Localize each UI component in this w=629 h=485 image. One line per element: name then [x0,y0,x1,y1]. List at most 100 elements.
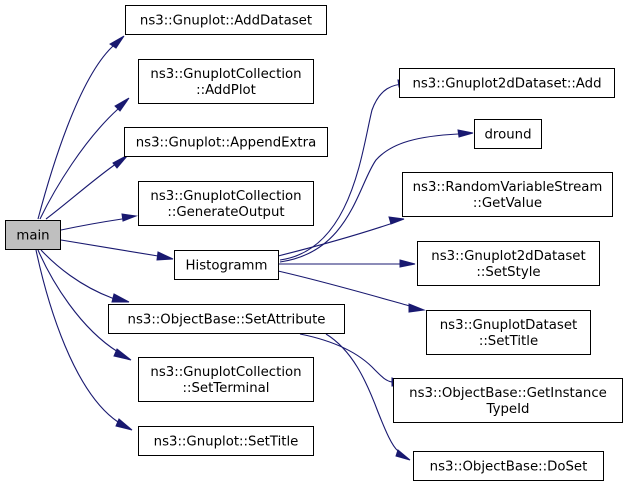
edge-main-to-generate-output [60,213,138,231]
edge-line [37,41,118,220]
node-label: ns3::GnuplotCollection [150,67,301,82]
edge-line [60,239,167,258]
node-box [138,59,314,104]
edge-set-attribute-to-do-set [325,333,411,461]
node-do-set[interactable]: ns3::ObjectBase::DoSet [413,451,604,481]
node-label: ns3::ObjectBase::SetAttribute [128,313,326,328]
edge-line [45,159,122,220]
node-box [108,304,345,334]
node-label: ::GetValue [473,196,542,211]
node-box [174,250,279,280]
node-label: ::SetTerminal [183,381,270,396]
edge-arrowhead [156,251,174,261]
node-label: ns3::ObjectBase::GetInstance [409,386,607,401]
edge-line [299,333,401,384]
node-label: ns3::GnuplotCollection [150,365,301,380]
edge-arrowhead [115,418,133,431]
edge-arrowhead [457,129,474,138]
node-box [399,68,615,98]
edge-histogramm-to-dround [279,129,474,263]
edge-main-to-append-extra [45,154,129,220]
node-set-title-gnuplot[interactable]: ns3::Gnuplot::SetTitle [138,426,314,456]
node-set-attribute[interactable]: ns3::ObjectBase::SetAttribute [108,304,345,334]
call-graph-nodes: main ns3::Gnuplot::AddDatasetns3::Gnuplot… [5,5,623,481]
node-generate-output[interactable]: ns3::GnuplotCollection::GenerateOutput [138,181,314,226]
node-label: Histogramm [186,259,268,274]
node-box [393,378,623,423]
node-box [402,172,613,217]
node-main: main [5,220,61,250]
edge-line [325,333,405,457]
node-box [138,426,314,456]
edge-arrowhead [121,213,138,222]
node-box [124,127,328,157]
edge-arrowhead [112,154,129,169]
node-label: ns3::Gnuplot::SetTitle [154,435,299,450]
node-box [138,181,314,226]
node-label: ns3::RandomVariableStream [413,180,603,195]
edge-arrowhead [395,449,411,461]
edge-main-to-add-dataset [37,35,125,220]
edge-histogramm-to-add-2d [279,79,414,261]
edge-arrowhead [114,97,130,112]
edge-line [39,102,125,220]
edge-line [37,249,126,358]
edge-arrowhead [408,303,426,313]
edge-main-to-set-attribute [40,249,130,303]
node-box [125,5,327,35]
node-label: ns3::ObjectBase::DoSet [430,460,588,475]
node-box [413,451,604,481]
node-set-terminal[interactable]: ns3::GnuplotCollection::SetTerminal [138,357,314,402]
edge-line [35,249,127,428]
node-add-2d[interactable]: ns3::Gnuplot2dDataset::Add [399,68,615,98]
edge-histogramm-to-get-value [277,216,405,257]
edge-arrowhead [388,216,405,225]
edge-line [279,83,407,261]
node-label: ::SetTitle [479,334,538,349]
node-box [138,357,314,402]
edge-histogramm-to-set-title-dataset [277,270,426,313]
node-set-style[interactable]: ns3::Gnuplot2dDataset::SetStyle [417,241,600,286]
edge-histogramm-to-set-style [278,259,416,268]
node-label: ::GenerateOutput [167,205,284,220]
node-label: ns3::GnuplotCollection [150,189,301,204]
node-label: ns3::GnuplotDataset [440,318,578,333]
node-get-value[interactable]: ns3::RandomVariableStream::GetValue [402,172,613,217]
node-label: ns3::Gnuplot2dDataset::Add [412,77,601,92]
node-box [426,310,591,355]
node-box [5,220,61,250]
edge-arrowhead [399,259,416,268]
edge-arrowhead [111,293,130,303]
node-set-title-dataset[interactable]: ns3::GnuplotDataset::SetTitle [426,310,591,355]
node-histogramm[interactable]: Histogramm [174,250,279,280]
edge-line [277,270,418,310]
node-label: main [16,229,49,244]
call-graph-edges [35,35,474,461]
edge-line [279,133,465,263]
node-label: ::AddPlot [196,83,256,98]
edge-main-to-add-plot [39,97,130,220]
edge-arrowhead [109,35,125,49]
node-dround[interactable]: dround [474,119,542,149]
node-label: TypeId [486,402,530,417]
edge-line [60,217,130,231]
node-add-dataset[interactable]: ns3::Gnuplot::AddDataset [125,5,327,35]
node-box [417,241,600,286]
node-add-plot[interactable]: ns3::GnuplotCollection::AddPlot [138,59,314,104]
node-label: ns3::Gnuplot2dDataset [431,249,585,264]
node-label: dround [484,128,531,143]
edge-line [277,220,398,257]
edge-main-to-set-terminal [37,249,132,361]
edge-set-attribute-to-get-instance-typeid [299,333,409,387]
edge-arrowhead [113,348,132,361]
node-box [474,119,542,149]
node-label: ns3::Gnuplot::AppendExtra [136,136,317,151]
node-label: ns3::Gnuplot::AddDataset [140,14,312,29]
node-label: ::SetStyle [476,265,540,280]
edge-main-to-set-title-gnuplot [35,249,133,431]
edge-line [40,249,122,303]
edge-main-to-histogramm [60,239,174,261]
node-append-extra[interactable]: ns3::Gnuplot::AppendExtra [124,127,328,157]
